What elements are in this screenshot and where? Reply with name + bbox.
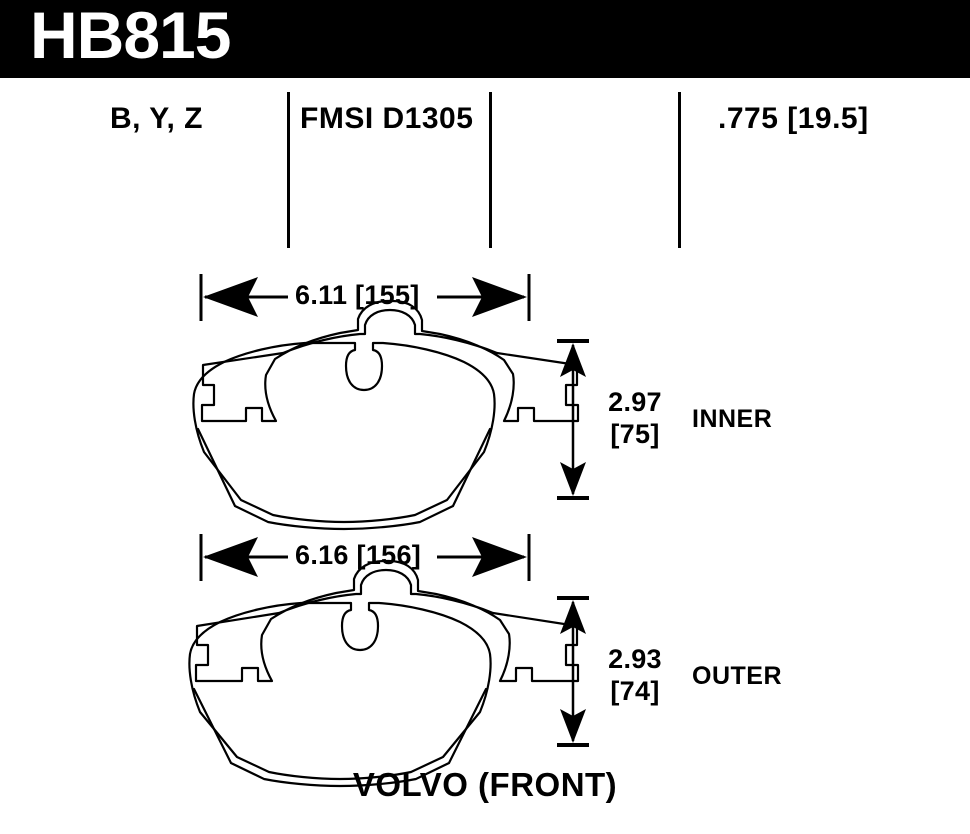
header-band: HB815 xyxy=(0,0,970,78)
inner-pad-group xyxy=(192,274,589,531)
pad-thickness: .775 [19.5] xyxy=(718,102,869,135)
outer-height-mm: [74] xyxy=(610,676,660,706)
brake-pad-technical-drawing xyxy=(188,274,589,788)
outer-width-arrow-left-icon xyxy=(203,537,258,577)
outer-width-arrow-right-icon xyxy=(472,537,527,577)
spec-divider-mid xyxy=(489,92,492,248)
fmsi-number: FMSI D1305 xyxy=(300,102,474,135)
outer-pad-backing-plate-outline xyxy=(194,559,580,683)
outer-height-dimension-label: 2.93 [74] xyxy=(592,643,678,707)
outer-pad-friction-material-outline xyxy=(188,601,492,781)
outer-width-dimension-label: 6.16 [156] xyxy=(295,540,422,570)
spec-divider-right xyxy=(678,92,681,248)
outer-height-arrow-down-icon xyxy=(560,709,586,743)
inner-height-mm: [75] xyxy=(610,419,660,449)
outer-height-arrow-up-icon xyxy=(560,600,586,634)
inner-pad-side-label: INNER xyxy=(692,405,773,433)
vehicle-application-label: VOLVO (FRONT) xyxy=(352,766,618,803)
outer-pad-side-label: OUTER xyxy=(692,662,782,690)
spec-divider-left xyxy=(287,92,290,248)
spec-row: B, Y, Z FMSI D1305 .775 [19.5] xyxy=(0,78,970,253)
inner-width-arrow-right-icon xyxy=(472,277,527,317)
outer-pad-friction-material-offset-line xyxy=(192,687,488,788)
inner-height-arrow-up-icon xyxy=(560,343,586,377)
inner-width-dimension-label: 6.11 [155] xyxy=(295,280,420,310)
drawing-area: 6.11 [155] 6.16 [156] 2.97 [75] 2.93 [74… xyxy=(0,253,970,834)
inner-height-dimension-label: 2.97 [75] xyxy=(592,386,678,450)
page-title: HB815 xyxy=(30,0,231,72)
inner-height-inches: 2.97 xyxy=(608,387,662,417)
inner-pad-backing-plate-outline xyxy=(200,299,580,423)
inner-height-arrow-down-icon xyxy=(560,462,586,496)
inner-pad-friction-material-offset-line xyxy=(196,427,492,531)
outer-height-inches: 2.93 xyxy=(608,644,662,674)
inner-pad-friction-material-outline xyxy=(192,341,496,524)
compound-codes: B, Y, Z xyxy=(110,102,203,135)
inner-width-arrow-left-icon xyxy=(203,277,258,317)
outer-pad-group xyxy=(188,534,589,788)
